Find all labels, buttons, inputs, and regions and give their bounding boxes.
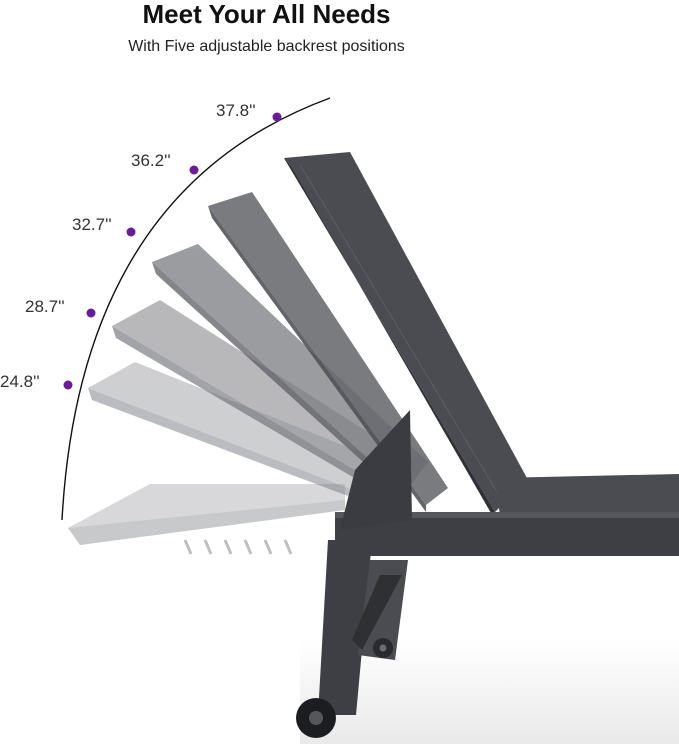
backrest-32-7 bbox=[152, 244, 428, 500]
height-label-37-8: 37.8'' bbox=[216, 101, 256, 120]
height-marker-36-2 bbox=[189, 165, 199, 175]
height-label-36-2: 36.2'' bbox=[131, 151, 171, 170]
height-marker-37-8 bbox=[272, 112, 282, 122]
backrest-37-8 bbox=[284, 152, 528, 520]
backrest-36-2 bbox=[208, 192, 448, 512]
page-subtitle: With Five adjustable backrest positions bbox=[128, 38, 405, 55]
height-arc bbox=[61, 97, 331, 521]
backrest-24-8 bbox=[88, 362, 405, 508]
height-marker-24-8 bbox=[63, 380, 73, 390]
height-marker-28-7 bbox=[86, 308, 96, 318]
backrest-flat bbox=[68, 484, 345, 555]
height-label-28-7: 28.7'' bbox=[25, 297, 65, 316]
page-title: Meet Your All Needs bbox=[142, 0, 391, 29]
backrest-28-7 bbox=[112, 300, 415, 500]
height-marker-32-7 bbox=[126, 227, 136, 237]
chair-frame bbox=[296, 410, 679, 738]
height-label-32-7: 32.7'' bbox=[72, 215, 112, 234]
height-label-24-8: 24.8'' bbox=[0, 372, 40, 391]
floor-shadow bbox=[300, 640, 679, 744]
